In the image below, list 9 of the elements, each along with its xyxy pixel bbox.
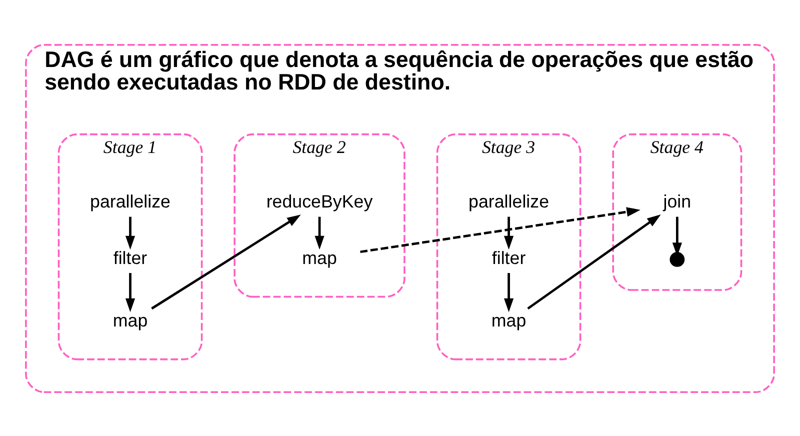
node-text: reduceByKey bbox=[266, 190, 373, 211]
node-text: map bbox=[491, 310, 526, 330]
node-text: filter bbox=[113, 248, 148, 268]
node-text: map bbox=[302, 248, 337, 268]
node-text: map bbox=[112, 310, 148, 330]
node-text: filter bbox=[492, 248, 526, 268]
node-text: parallelize bbox=[90, 190, 171, 211]
node-text: join bbox=[663, 190, 692, 211]
node-text: parallelize bbox=[468, 190, 550, 211]
